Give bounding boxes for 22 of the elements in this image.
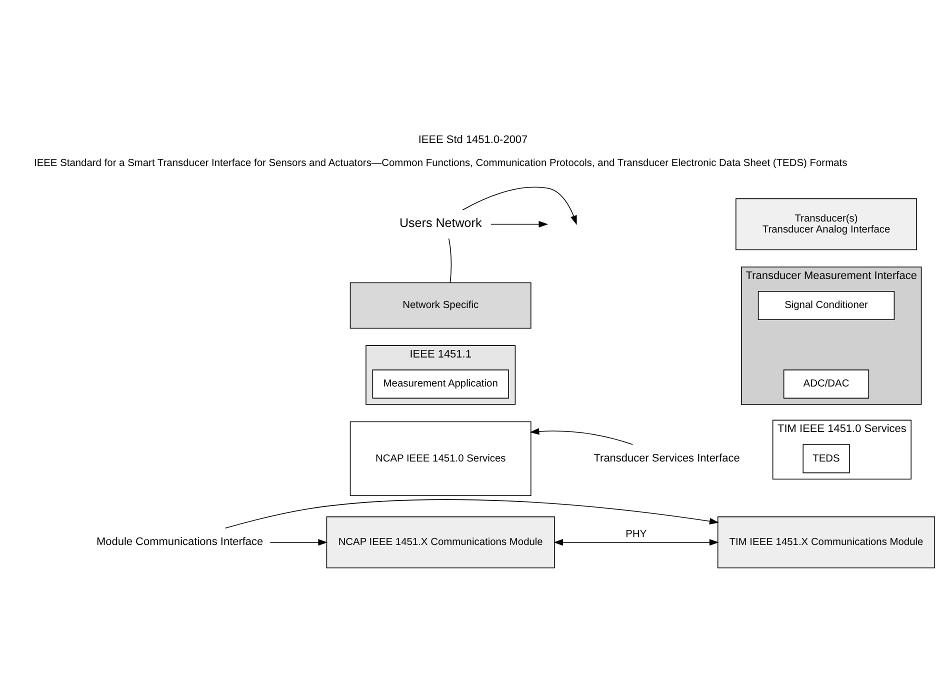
connector: [448, 238, 452, 284]
node-box: NCAP IEEE 1451.X Communications Module: [326, 516, 555, 568]
node-text: Users Network: [399, 216, 482, 230]
arrow: [530, 428, 633, 445]
node-box: TIM IEEE 1451.X Communications Module: [717, 516, 936, 568]
node-box: Measurement Application: [372, 370, 509, 399]
node-box: NCAP IEEE 1451.0 Services: [350, 421, 532, 496]
node-text: Transducer Services Interface: [594, 452, 740, 465]
edge-label: PHY: [626, 529, 647, 540]
node-box: Network Specific: [350, 282, 532, 329]
label: IEEE Standard for a Smart Transducer Interface for Sensors and Actuators—Common Functions, Communication Protocols, and Transducer Electronic Data Sheet (TEDS) Formats: [34, 158, 848, 170]
node-box: ADC/DAC: [783, 370, 870, 399]
arrow: [490, 220, 548, 228]
node-box: Signal Conditioner: [758, 290, 895, 320]
diagram-title: IEEE Std 1451.0-2007: [418, 134, 528, 146]
node-text: Module Communications Interface: [96, 536, 264, 548]
node-box: Transducer(s) Transducer Analog Interface: [736, 198, 917, 250]
arrow: [462, 186, 577, 225]
arrow: [554, 539, 719, 546]
arrow: [270, 539, 328, 546]
node-box: TEDS: [802, 444, 850, 474]
arrow: [224, 499, 719, 529]
